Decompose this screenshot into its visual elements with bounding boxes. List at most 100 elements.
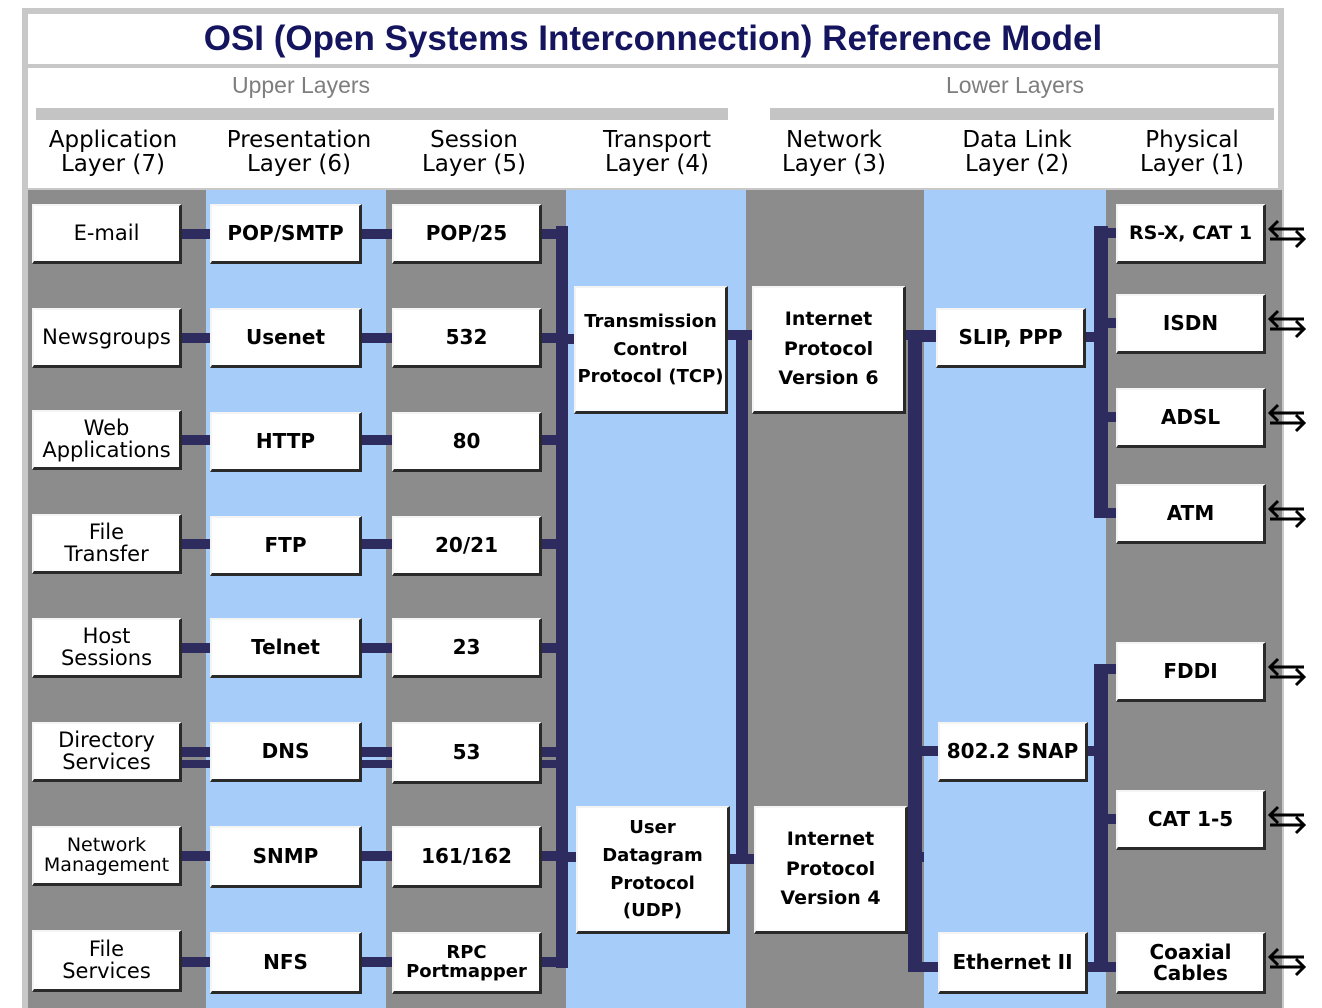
app-host-sessions: Host Sessions xyxy=(32,618,182,678)
session-53: 53 xyxy=(392,722,542,784)
connector-pres-session-dns-2 xyxy=(360,760,394,768)
physical-isdn: ISDN xyxy=(1116,294,1266,354)
datalink-ethernet-ii: Ethernet II xyxy=(938,932,1088,994)
pres-pop-smtp: POP/SMTP xyxy=(210,204,362,264)
connector-pres-session xyxy=(360,851,394,861)
app-file-services: File Services xyxy=(32,930,182,992)
connector-bus-tcp xyxy=(556,334,578,344)
header-physical: Physical Layer (1) xyxy=(1139,127,1245,178)
connector-app-pres xyxy=(180,643,212,653)
bidirectional-arrow-icon xyxy=(1267,499,1307,529)
title-bar xyxy=(28,14,1278,64)
connector-app-pres xyxy=(180,747,212,757)
upper-layers-bar xyxy=(36,108,728,120)
pres-dns: DNS xyxy=(210,722,362,782)
connector-pres-session xyxy=(360,435,394,445)
header-application: Application Layer (7) xyxy=(48,127,178,178)
header-datalink: Data Link Layer (2) xyxy=(962,127,1072,178)
connector-app-pres xyxy=(180,229,212,239)
connector-phys-rsx xyxy=(1094,228,1120,238)
header-transport: Transport Layer (4) xyxy=(603,127,711,178)
connector-datalink-slip xyxy=(908,332,938,342)
bidirectional-arrow-icon xyxy=(1267,947,1307,977)
session-80: 80 xyxy=(392,412,542,472)
datalink-slip-ppp: SLIP, PPP xyxy=(936,308,1086,368)
connector-phys-adsl xyxy=(1094,412,1120,422)
connector-session-bus xyxy=(540,435,568,445)
connector-phys-atm xyxy=(1094,508,1120,518)
bus-network-datalink xyxy=(908,330,922,972)
header-session: Session Layer (5) xyxy=(421,127,527,178)
pres-http: HTTP xyxy=(210,412,362,472)
bidirectional-arrow-icon xyxy=(1267,805,1307,835)
connector-pres-session xyxy=(360,539,394,549)
connector-datalink-ethernet xyxy=(908,962,940,972)
transport-tcp: Transmission Control Protocol (TCP) xyxy=(574,286,728,414)
connector-session-bus xyxy=(540,333,568,343)
connector-pres-session xyxy=(360,229,394,239)
connector-bus-udp xyxy=(556,852,578,862)
network-ipv6: Internet Protocol Version 6 xyxy=(752,286,906,414)
lower-layers-label: Lower Layers xyxy=(945,72,1085,98)
bus-transport-network xyxy=(736,330,748,864)
transport-udp: User Datagram Protocol (UDP) xyxy=(576,806,730,934)
connector-session-bus xyxy=(540,747,568,757)
app-email: E-mail xyxy=(32,204,182,264)
pres-snmp: SNMP xyxy=(210,826,362,888)
connector-datalink-snap xyxy=(908,746,940,756)
session-23: 23 xyxy=(392,618,542,678)
connector-session-bus xyxy=(540,957,568,967)
physical-atm: ATM xyxy=(1116,484,1266,544)
app-web-applications: Web Applications xyxy=(32,410,182,470)
connector-pres-session xyxy=(360,747,394,757)
session-20-21: 20/21 xyxy=(392,516,542,576)
connector-app-pres xyxy=(180,851,212,861)
header-area xyxy=(28,68,1278,188)
connector-app-pres xyxy=(180,333,212,343)
connector-pres-session xyxy=(360,957,394,967)
lower-layers-bar xyxy=(770,108,1274,120)
connector-phys-coax xyxy=(1094,962,1120,972)
connector-phys-isdn xyxy=(1094,318,1120,328)
connector-session-bus-dns-2 xyxy=(540,760,568,768)
connector-phys-fddi xyxy=(1094,664,1120,674)
app-newsgroups: Newsgroups xyxy=(32,308,182,368)
pres-ftp: FTP xyxy=(210,516,362,576)
bidirectional-arrow-icon xyxy=(1267,403,1307,433)
pres-telnet: Telnet xyxy=(210,618,362,678)
bidirectional-arrow-icon xyxy=(1267,657,1307,687)
connector-session-bus xyxy=(540,229,568,239)
upper-layers-label: Upper Layers xyxy=(231,72,371,98)
connector-session-bus xyxy=(540,539,568,549)
connector-udp-ipv4 xyxy=(728,854,758,864)
app-network-management: Network Management xyxy=(32,826,182,886)
physical-adsl: ADSL xyxy=(1116,388,1266,448)
pres-usenet: Usenet xyxy=(210,308,362,368)
connector-app-pres xyxy=(180,539,212,549)
header-network: Network Layer (3) xyxy=(781,127,887,178)
session-rpc-portmapper: RPC Portmapper xyxy=(392,932,542,994)
app-file-transfer: File Transfer xyxy=(32,514,182,574)
connector-tcp-ipv6 xyxy=(726,330,756,340)
bus-session-tcp xyxy=(556,226,568,756)
physical-rs-x-cat-1: RS-X, CAT 1 xyxy=(1116,204,1266,264)
connector-session-bus xyxy=(540,643,568,653)
bidirectional-arrow-icon xyxy=(1267,309,1307,339)
connector-app-pres-dns-2 xyxy=(180,760,212,768)
network-ipv4: Internet Protocol Version 4 xyxy=(754,806,908,934)
bus-session-udp xyxy=(556,756,568,968)
connector-app-pres xyxy=(180,435,212,445)
connector-phys-cat15 xyxy=(1094,814,1120,824)
session-532: 532 xyxy=(392,308,542,368)
diagram-title: OSI (Open Systems Interconnection) Refer… xyxy=(203,19,1103,58)
bus-physical-upper xyxy=(1094,226,1108,518)
header-presentation: Presentation Layer (6) xyxy=(226,127,372,178)
session-pop-25: POP/25 xyxy=(392,204,542,264)
connector-pres-session xyxy=(360,333,394,343)
connector-app-pres xyxy=(180,957,212,967)
pres-nfs: NFS xyxy=(210,932,362,994)
connector-session-bus xyxy=(540,851,568,861)
session-161-162: 161/162 xyxy=(392,826,542,888)
physical-fddi: FDDI xyxy=(1116,642,1266,702)
